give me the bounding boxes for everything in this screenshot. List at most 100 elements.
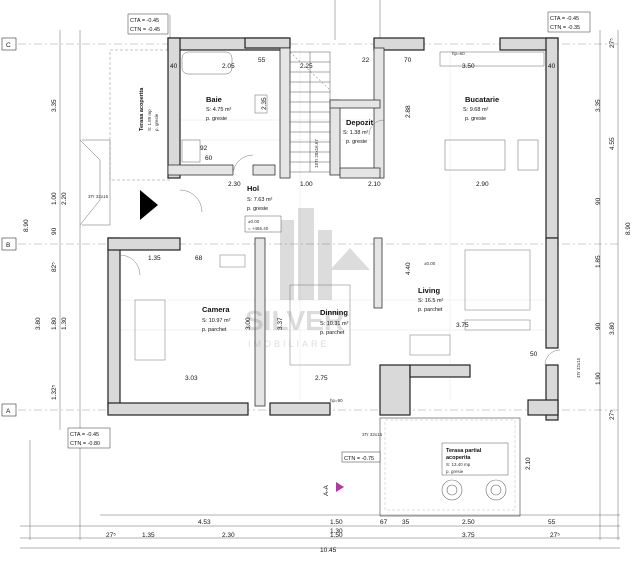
room-camera: Camera S: 10.97 m² p. parchet xyxy=(202,305,231,333)
svg-text:Bucatarie: Bucatarie xyxy=(465,95,499,104)
svg-text:±0.00: ±0.00 xyxy=(248,219,260,224)
svg-text:22: 22 xyxy=(362,57,370,64)
svg-text:hp=90: hp=90 xyxy=(330,398,343,403)
svg-text:S: 7.63 m²: S: 7.63 m² xyxy=(247,197,273,203)
svg-text:hp=60: hp=60 xyxy=(452,51,465,56)
room-terasa-partial-acoperita: Terasa partial acoperita S: 13.40 mp p. … xyxy=(441,442,509,476)
svg-text:3.50: 3.50 xyxy=(462,63,475,70)
svg-text:60: 60 xyxy=(205,155,213,162)
kitchen-furniture xyxy=(439,51,545,171)
svg-text:CTN = -0.45: CTN = -0.45 xyxy=(130,27,160,33)
svg-text:90: 90 xyxy=(595,197,602,205)
total-width-dimension: 10.45 xyxy=(320,547,337,554)
watermark-text: SILVER xyxy=(245,305,344,336)
svg-text:p. gresie: p. gresie xyxy=(446,469,464,474)
svg-text:CTA = -0.45: CTA = -0.45 xyxy=(550,16,579,22)
svg-text:3.03: 3.03 xyxy=(185,375,198,382)
svg-text:S: 9.68 m²: S: 9.68 m² xyxy=(463,107,489,113)
svg-text:S: 13.40 mp: S: 13.40 mp xyxy=(446,462,471,467)
svg-text:acoperita: acoperita xyxy=(446,455,471,461)
svg-text:50: 50 xyxy=(530,351,538,358)
svg-text:p. parchet: p. parchet xyxy=(418,307,443,313)
svg-text:p. parchet: p. parchet xyxy=(202,327,227,333)
door-swings xyxy=(119,119,561,366)
svg-text:Terasa partial: Terasa partial xyxy=(446,448,482,454)
main-staircase xyxy=(289,51,331,173)
room-baie: Baie S: 4.75 m² p. gresie xyxy=(206,95,232,122)
svg-text:3.35: 3.35 xyxy=(51,99,58,112)
svg-text:1.85: 1.85 xyxy=(595,255,602,268)
svg-text:1.32⁵: 1.32⁵ xyxy=(51,384,58,400)
stairs-bottom-label: 3Tr 32x15 xyxy=(362,432,383,437)
level-tag-bottom-left: CTA = -0.45 CTN = -0.80 xyxy=(67,427,111,449)
bathroom-fixtures xyxy=(181,51,268,163)
svg-text:CTN = -0.80: CTN = -0.80 xyxy=(70,441,100,447)
svg-text:8.90: 8.90 xyxy=(625,222,632,235)
axis-marker-c: C xyxy=(1,37,17,51)
axis-label-c: C xyxy=(6,42,11,49)
room-dinning: Dinning S: 10.31 m² p. parchet xyxy=(320,308,349,336)
svg-text:2.25: 2.25 xyxy=(300,63,313,70)
room-depozit: Depozit S: 1.38 m² p. gresie xyxy=(343,118,374,145)
svg-text:4.40: 4.40 xyxy=(405,262,412,275)
svg-text:1.90: 1.90 xyxy=(595,372,602,385)
svg-text:4.53: 4.53 xyxy=(198,519,211,526)
svg-text:67: 67 xyxy=(380,519,388,526)
svg-text:S: 1.38 m²: S: 1.38 m² xyxy=(343,130,369,136)
svg-text:3.75: 3.75 xyxy=(456,322,469,329)
svg-text:55: 55 xyxy=(258,57,266,64)
svg-text:40: 40 xyxy=(170,63,178,70)
level-tag-top-center: CTA = -0.45 CTN = -0.45 xyxy=(127,13,169,35)
svg-text:Hol: Hol xyxy=(247,184,259,193)
room-living: Living S: 16.5 m² p. parchet ±0.00 xyxy=(418,261,444,313)
svg-text:4.55: 4.55 xyxy=(609,137,616,150)
svg-text:3.80: 3.80 xyxy=(609,322,616,335)
svg-text:55: 55 xyxy=(548,519,556,526)
axis-marker-b: B xyxy=(1,237,17,251)
svg-text:70: 70 xyxy=(404,57,412,64)
svg-text:Living: Living xyxy=(418,286,441,295)
interior-walls xyxy=(167,47,385,407)
main-stairs-label: 18Tr 28x16.67 xyxy=(314,139,319,168)
dimensions-right: 4.55 8.90 3.80 27⁵ 27⁵ 3.35 90 1.85 90 1… xyxy=(525,38,632,470)
level-tag-top-right: CTA = -0.45 CTN = -0.35 xyxy=(547,11,591,33)
svg-text:3.37: 3.37 xyxy=(277,317,284,330)
svg-text:Dinning: Dinning xyxy=(320,308,348,317)
dimensions-misc: hp=60 hp=90 60 92 2.35 2.88 4.40 3.37 3.… xyxy=(200,51,465,403)
watermark-subtext: IMOBILIARE xyxy=(248,339,330,349)
section-label: A-A xyxy=(323,485,330,497)
axis-label-b: B xyxy=(6,242,10,249)
svg-text:1.00: 1.00 xyxy=(300,181,313,188)
svg-text:1.50: 1.50 xyxy=(330,519,343,526)
stairs-right-label: 4Tr 32x15 xyxy=(576,357,581,378)
svg-text:3.80: 3.80 xyxy=(35,317,42,330)
svg-text:3.00: 3.00 xyxy=(245,317,252,330)
svg-text:CTA = -0.45: CTA = -0.45 xyxy=(130,18,159,24)
exterior-walls xyxy=(107,37,559,421)
svg-text:27⁵: 27⁵ xyxy=(609,38,616,48)
dining-furniture xyxy=(134,254,351,366)
svg-text:8.90: 8.90 xyxy=(23,219,30,232)
svg-text:CTA = -0.45: CTA = -0.45 xyxy=(70,432,99,438)
room-bucatarie: Bucatarie S: 9.68 m² p. gresie xyxy=(463,95,499,122)
svg-text:82⁵: 82⁵ xyxy=(51,262,58,272)
svg-text:27⁵: 27⁵ xyxy=(609,410,616,420)
svg-text:2.90: 2.90 xyxy=(476,181,489,188)
dimensions-bottom: 4.53 1.50 67 35 2.50 55 1.30 27⁵ 1.35 2.… xyxy=(106,519,560,554)
watermark-logo: SILVER IMOBILIARE xyxy=(245,208,370,349)
svg-text:p. gresie: p. gresie xyxy=(206,116,227,122)
svg-text:27⁵: 27⁵ xyxy=(106,532,116,539)
svg-text:90: 90 xyxy=(595,322,602,330)
svg-text:p. gresie: p. gresie xyxy=(346,139,367,145)
svg-text:27⁵: 27⁵ xyxy=(550,532,560,539)
svg-text:2.05: 2.05 xyxy=(222,63,235,70)
svg-text:2.88: 2.88 xyxy=(405,105,412,118)
svg-text:CTN = -0.35: CTN = -0.35 xyxy=(550,25,580,31)
stairs-left-label: 3Tr 32x15 xyxy=(88,194,109,199)
axis-label-a: A xyxy=(6,408,11,415)
svg-text:2.30: 2.30 xyxy=(228,181,241,188)
svg-text:Depozit: Depozit xyxy=(346,118,374,127)
svg-text:1.35: 1.35 xyxy=(142,532,155,539)
svg-text:2.50: 2.50 xyxy=(462,519,475,526)
